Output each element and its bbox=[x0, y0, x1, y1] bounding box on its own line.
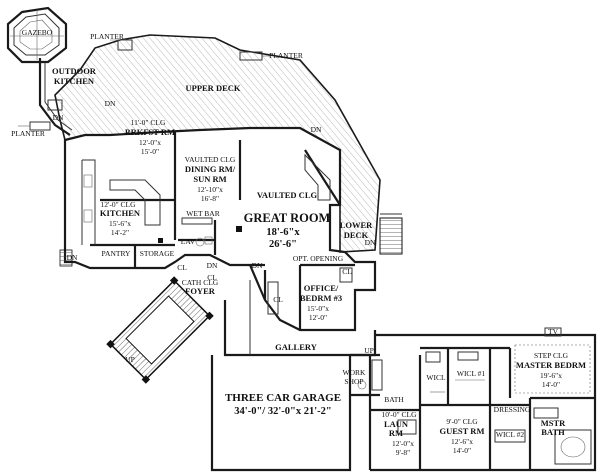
master-name: MASTER BEDRM bbox=[516, 360, 586, 370]
master-dim2: 14'-0" bbox=[542, 380, 560, 389]
mstr-bath-name2: BATH bbox=[541, 427, 565, 437]
gazebo-label: GAZEBO bbox=[22, 28, 53, 37]
garage-walls bbox=[210, 353, 422, 472]
dining-dim2: 16'-8" bbox=[201, 194, 219, 203]
great-room-dim2: 26'-6" bbox=[269, 239, 297, 250]
gallery-walls bbox=[223, 300, 377, 357]
mstr-bath-name1: MSTR bbox=[541, 418, 566, 428]
front-porch bbox=[106, 276, 214, 384]
planter-top-label: PLANTER bbox=[90, 32, 124, 41]
guest-clg: 9'-0" CLG bbox=[446, 417, 478, 426]
bath-label: BATH bbox=[384, 395, 404, 404]
brkfst-dim1: 12'-0"x bbox=[139, 138, 161, 147]
foyer-name: FOYER bbox=[185, 286, 216, 296]
kitchen-name: KITCHEN bbox=[100, 208, 141, 218]
cl-label-4: CL bbox=[273, 295, 283, 304]
workshop-name1: WORK bbox=[343, 368, 366, 377]
wicl-label: WICL bbox=[426, 373, 446, 382]
upper-deck-area bbox=[54, 34, 381, 253]
garage-name: THREE CAR GARAGE bbox=[225, 392, 341, 404]
up-gallery: UP bbox=[364, 346, 374, 355]
master-clg: STEP CLG bbox=[534, 351, 569, 360]
office-dim1: 15'-0"x bbox=[307, 304, 329, 313]
master-wing-walls bbox=[375, 333, 597, 472]
laun-name1: LAUN bbox=[384, 419, 409, 429]
column bbox=[236, 226, 242, 232]
wicl1-label: WICL #1 bbox=[457, 369, 486, 378]
foyer-clg: CATH CLG bbox=[182, 278, 219, 287]
laun-dim1: 12'-0"x bbox=[392, 439, 414, 448]
dn-deck-3: DN bbox=[311, 125, 322, 134]
main-house-walls bbox=[63, 126, 377, 332]
kitchen-dim2: 14'-2" bbox=[111, 228, 129, 237]
office-name1: OFFICE/ bbox=[304, 283, 339, 293]
great-room-dim1: 18'-6"x bbox=[266, 227, 300, 238]
brkfst-clg: 11'-0" CLG bbox=[131, 118, 166, 127]
guest-name: GUEST RM bbox=[440, 426, 485, 436]
up-steps: UP bbox=[125, 355, 135, 364]
gazebo bbox=[6, 6, 68, 64]
dn-deck-2: DN bbox=[53, 113, 64, 122]
dn-office: DN bbox=[252, 261, 263, 270]
vaulted-clg-label: VAULTED CLG bbox=[257, 190, 318, 200]
garage-dim: 34'-0"/ 32'-0"x 21'-2" bbox=[234, 406, 331, 417]
office-dim2: 12'-0" bbox=[309, 313, 327, 322]
guest-dim1: 12'-6"x bbox=[451, 437, 473, 446]
brkfst-name: BRKFST RM bbox=[125, 127, 175, 137]
dining-name2: SUN RM bbox=[193, 174, 226, 184]
kitchen-dim1: 15'-6"x bbox=[109, 219, 131, 228]
lower-deck-name2: DECK bbox=[344, 230, 369, 240]
dining-dim1: 12'-10"x bbox=[197, 185, 223, 194]
column bbox=[158, 238, 163, 243]
office-name2: BEDRM #3 bbox=[300, 293, 342, 303]
master-dim1: 19'-6"x bbox=[540, 371, 562, 380]
storage-label: STORAGE bbox=[140, 249, 175, 258]
lav-label: LAV bbox=[181, 237, 196, 246]
kitchen-island bbox=[109, 179, 161, 226]
tv-label: TV bbox=[548, 327, 559, 336]
brkfst-dim2: 15'-0" bbox=[141, 147, 159, 156]
left-steps bbox=[59, 249, 73, 267]
workshop-name2: SHOP bbox=[344, 377, 363, 386]
wicl2-label: WICL #2 bbox=[496, 430, 525, 439]
outdoor-kitchen-label-2: KITCHEN bbox=[54, 76, 95, 86]
laun-dim2: 9'-8" bbox=[396, 448, 410, 457]
dn-left: DN bbox=[67, 253, 78, 262]
gallery-label: GALLERY bbox=[275, 342, 317, 352]
guest-dim2: 14'-0" bbox=[453, 446, 471, 455]
wetbar-label: WET BAR bbox=[186, 209, 219, 218]
planter-left-label: PLANTER bbox=[11, 129, 45, 138]
dn-foyer: DN bbox=[207, 261, 218, 270]
dining-clg: VAULTED CLG bbox=[185, 155, 236, 164]
dn-deck-1: DN bbox=[105, 99, 116, 108]
dressing-label: DRESSING bbox=[494, 405, 531, 414]
planter-right-label: PLANTER bbox=[269, 51, 303, 60]
laun-name2: RM bbox=[389, 428, 403, 438]
pantry-label: PANTRY bbox=[102, 249, 131, 258]
opt-opening-label: OPT. OPENING bbox=[293, 254, 344, 263]
cl-label-3: CL bbox=[342, 267, 352, 276]
outdoor-kitchen bbox=[38, 58, 73, 136]
dining-name1: DINING RM/ bbox=[185, 164, 236, 174]
lower-deck-name1: LOWER bbox=[340, 220, 373, 230]
great-room-name: GREAT ROOM bbox=[244, 211, 331, 225]
lower-deck-stairs bbox=[379, 213, 403, 255]
kitchen-clg: 12'-0" CLG bbox=[100, 200, 136, 209]
outdoor-kitchen-label-1: OUTDOOR bbox=[52, 66, 97, 76]
upper-deck-label: UPPER DECK bbox=[185, 83, 240, 93]
cl-label-2: CL bbox=[207, 273, 217, 282]
dn-lower: DN bbox=[365, 238, 376, 247]
cl-label-1: CL bbox=[177, 263, 187, 272]
laun-clg: 10'-0" CLG bbox=[381, 410, 417, 419]
